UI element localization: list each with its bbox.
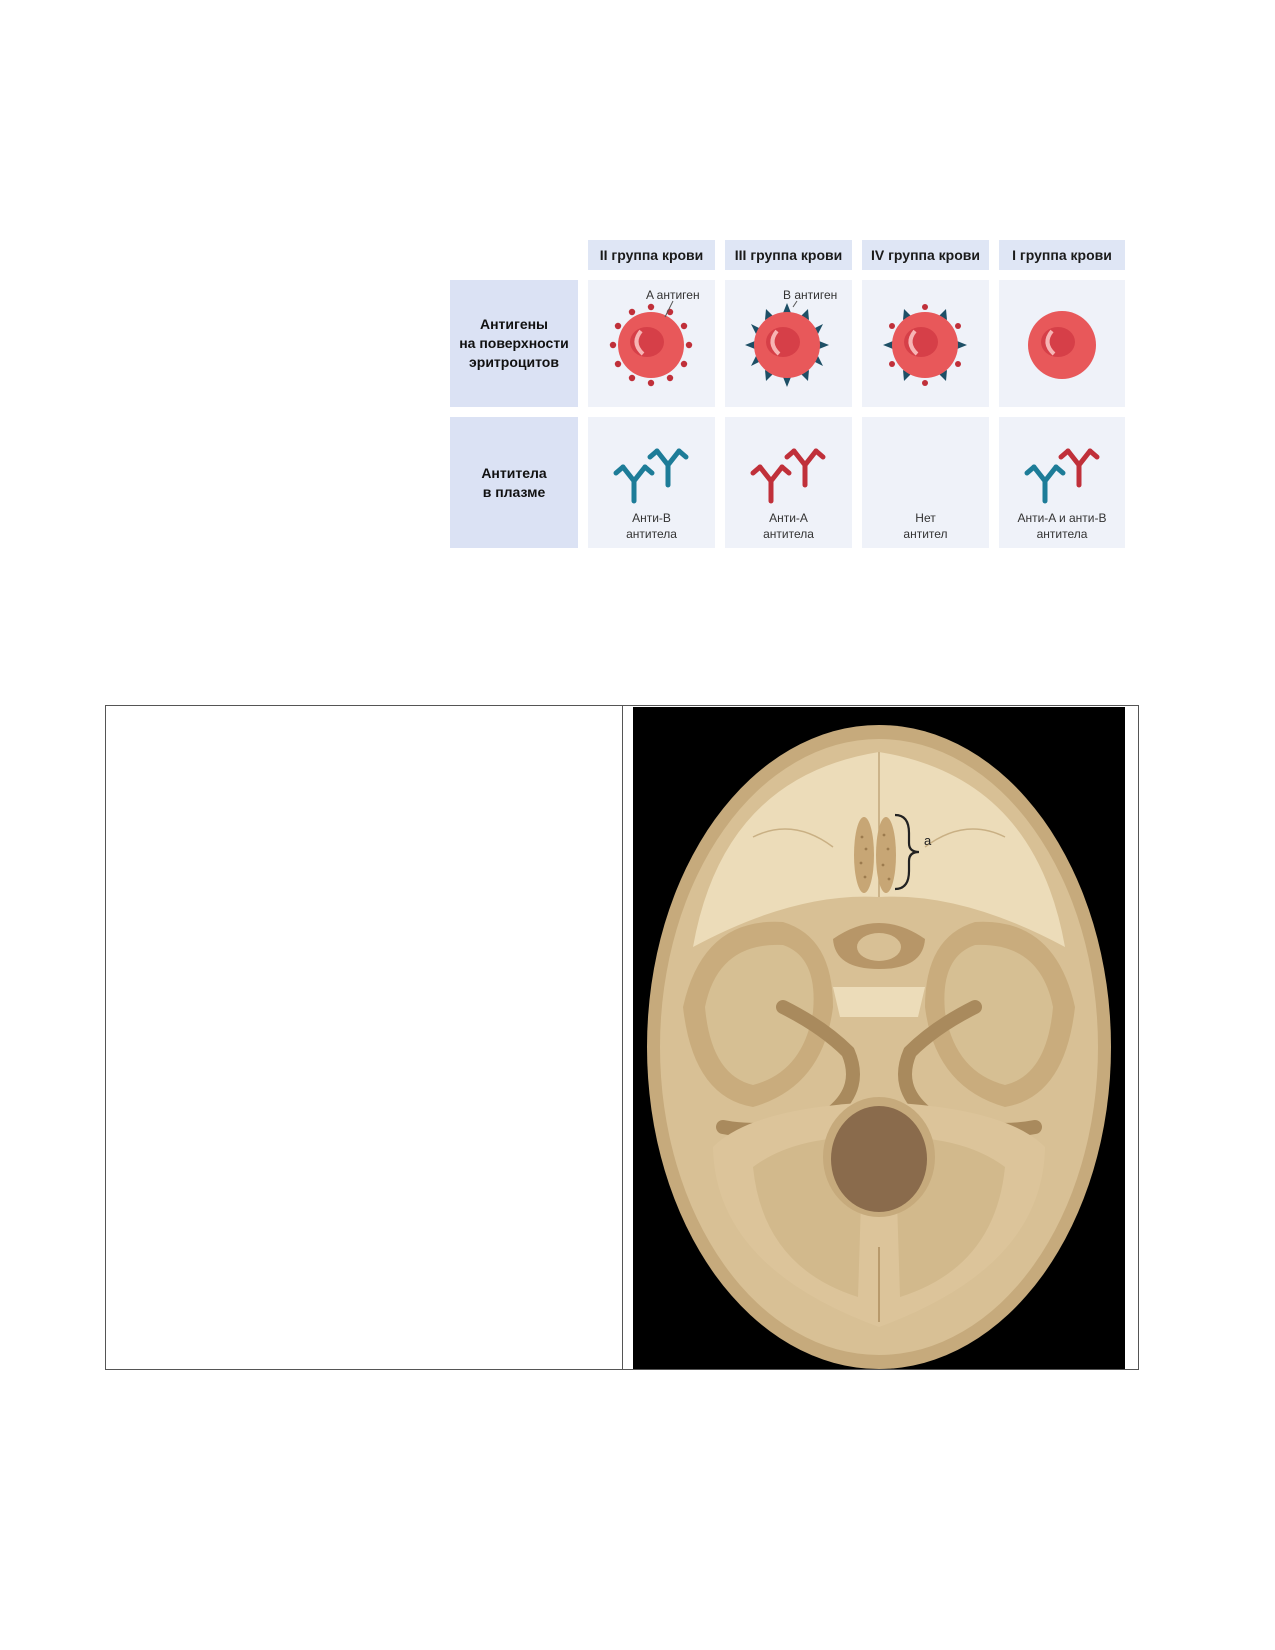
erythrocyte-o-icon	[1028, 311, 1096, 379]
skull-label-a: a	[924, 833, 932, 848]
antibody-caption-group-ii: Анти-B антитела	[626, 511, 677, 541]
table-divider	[622, 706, 623, 1369]
anti-a-and-anti-b-antibody-icon	[1024, 448, 1100, 504]
cell-group-iv-antibodies: Нет антител	[862, 417, 989, 548]
row-header-antibodies: Антитела в плазме	[450, 417, 578, 548]
erythrocyte-b-icon	[745, 300, 829, 387]
skull-base-illustration: a	[633, 707, 1125, 1369]
row-header-antigens: Антигены на поверхности эритроцитов	[450, 280, 578, 407]
cell-group-i-antigens	[999, 280, 1125, 407]
cell-group-iii-antibodies: Анти-A антитела	[725, 417, 852, 548]
empty-answer-cell	[106, 706, 622, 1369]
column-header-group-i: I группа крови	[999, 240, 1125, 270]
column-header-group-iv: IV группа крови	[862, 240, 989, 270]
cell-group-ii-antigens: A антиген	[588, 280, 715, 407]
erythrocyte-ab-icon	[883, 304, 967, 386]
anti-b-antibody-icon	[613, 448, 689, 504]
cell-group-iii-antigens: B антиген	[725, 280, 852, 407]
antigen-a-label: A антиген	[646, 288, 700, 302]
anti-a-antibody-icon	[750, 448, 826, 504]
cell-group-i-antibodies: Анти-A и анти-B антитела	[999, 417, 1125, 548]
antibody-caption-group-i: Анти-A и анти-B антитела	[1017, 511, 1107, 541]
antibody-caption-group-iii: Анти-A антитела	[763, 511, 814, 541]
antigen-b-label: B антиген	[783, 288, 838, 302]
column-header-group-iii: III группа крови	[725, 240, 852, 270]
blood-group-table: II группа крови III группа крови IV груп…	[450, 240, 1125, 548]
cell-group-ii-antibodies: Анти-B антитела	[588, 417, 715, 548]
skull-table-frame: a	[105, 705, 1139, 1370]
column-header-group-ii: II группа крови	[588, 240, 715, 270]
skull-base-icon	[647, 725, 1111, 1369]
cell-group-iv-antigens	[862, 280, 989, 407]
erythrocyte-a-icon	[609, 300, 693, 387]
antibody-caption-group-iv: Нет антител	[903, 511, 948, 541]
